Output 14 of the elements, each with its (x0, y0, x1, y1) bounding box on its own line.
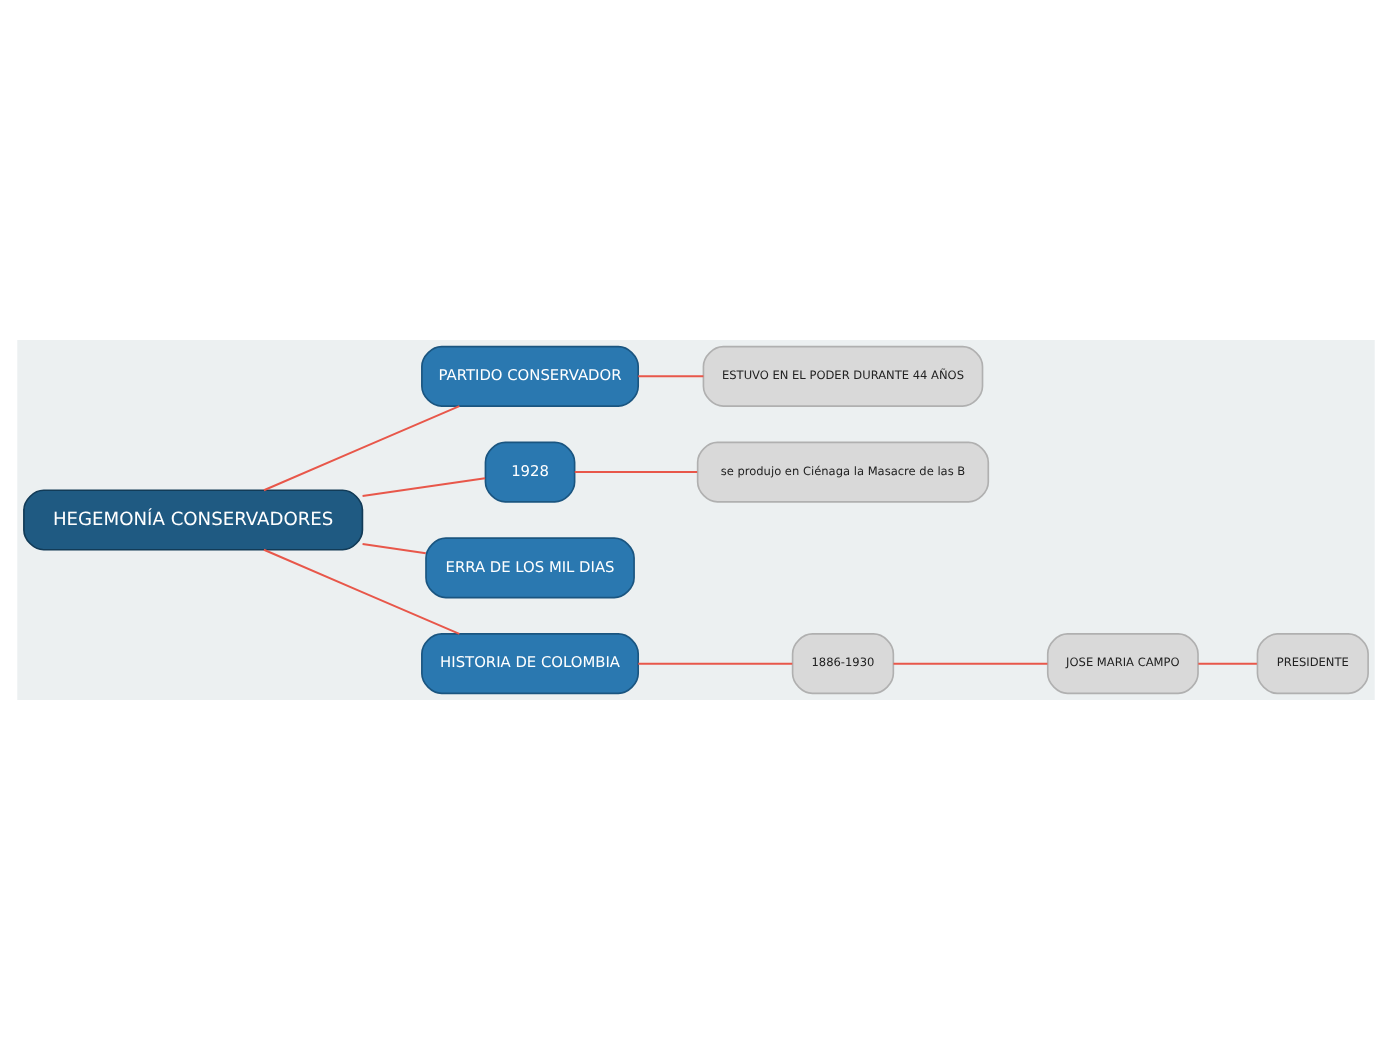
node-box: 1928 (484, 441, 576, 503)
connector (361, 477, 487, 497)
node-box: PARTIDO CONSERVADOR (421, 345, 640, 407)
connector (892, 662, 1049, 665)
node-box: ERRA DE LOS MIL DIAS (425, 537, 635, 599)
node-box: HISTORIA DE COLOMBIA (421, 633, 640, 695)
connector (262, 548, 461, 635)
connector (637, 662, 794, 665)
connector (361, 543, 427, 555)
connector (1197, 662, 1258, 665)
connector (573, 471, 699, 474)
connector (262, 405, 461, 492)
node-box: HEGEMONÍA CONSERVADORES (23, 489, 364, 551)
connector (637, 375, 705, 378)
